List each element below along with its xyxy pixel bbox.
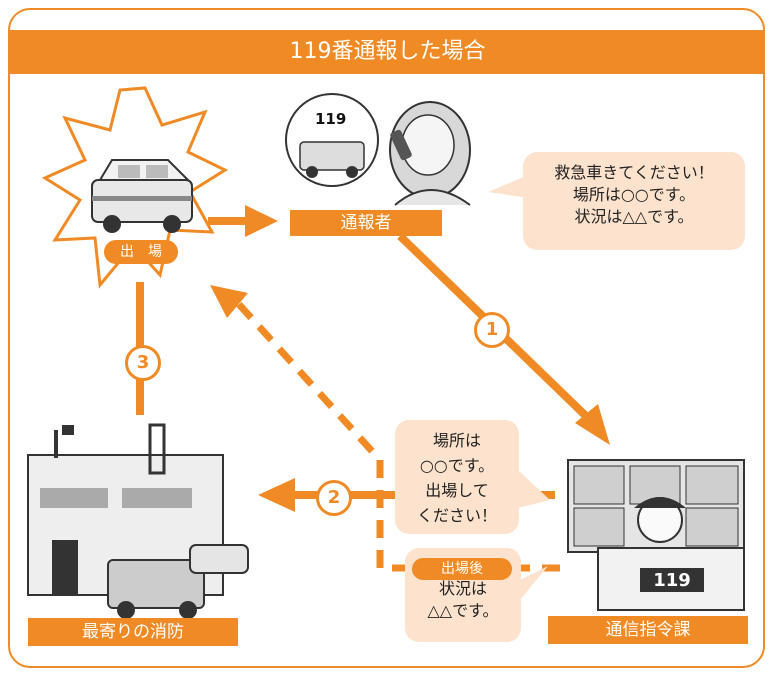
- command-center-illustration: [567, 459, 745, 611]
- ambulance-icon: [91, 159, 193, 233]
- diagram-frame: [8, 8, 765, 668]
- step-3-badge: 3: [125, 345, 161, 381]
- phone-badge: 119: [315, 110, 347, 128]
- after-dispatch-pill: 出場後: [412, 558, 512, 580]
- fire-station-illustration: [27, 423, 249, 619]
- step-1-badge: 1: [474, 312, 510, 348]
- caller-speech-bubble: 救急車きてください！ 場所は○○です。 状況は△△です。: [523, 152, 745, 250]
- after-line-2: △△です。: [427, 601, 499, 620]
- caller-line-2: 場所は○○です。: [572, 185, 696, 204]
- caller-label: 通報者: [290, 210, 442, 236]
- after-line-1: 状況は: [438, 579, 487, 598]
- caller-line-1: 救急車きてください！: [554, 163, 714, 182]
- fire-station-label: 最寄りの消防: [28, 618, 238, 646]
- command-center-label: 通信指令課: [548, 616, 748, 644]
- center-line-2: ○○です。: [419, 456, 495, 475]
- diagram-title: 119番通報した場合: [10, 30, 765, 74]
- dispatch-pill: 出 場: [104, 240, 178, 264]
- caller-line-3: 状況は△△です。: [574, 207, 694, 226]
- step-2-badge: 2: [316, 480, 352, 516]
- center-line-1: 場所は: [432, 431, 481, 450]
- center-line-4: ください！: [416, 506, 497, 525]
- desk-badge: 119: [653, 570, 691, 591]
- center-speech-bubble: 場所は ○○です。 出場して ください！: [395, 420, 519, 534]
- center-line-3: 出場して: [425, 481, 489, 500]
- caller-illustration: [285, 93, 471, 206]
